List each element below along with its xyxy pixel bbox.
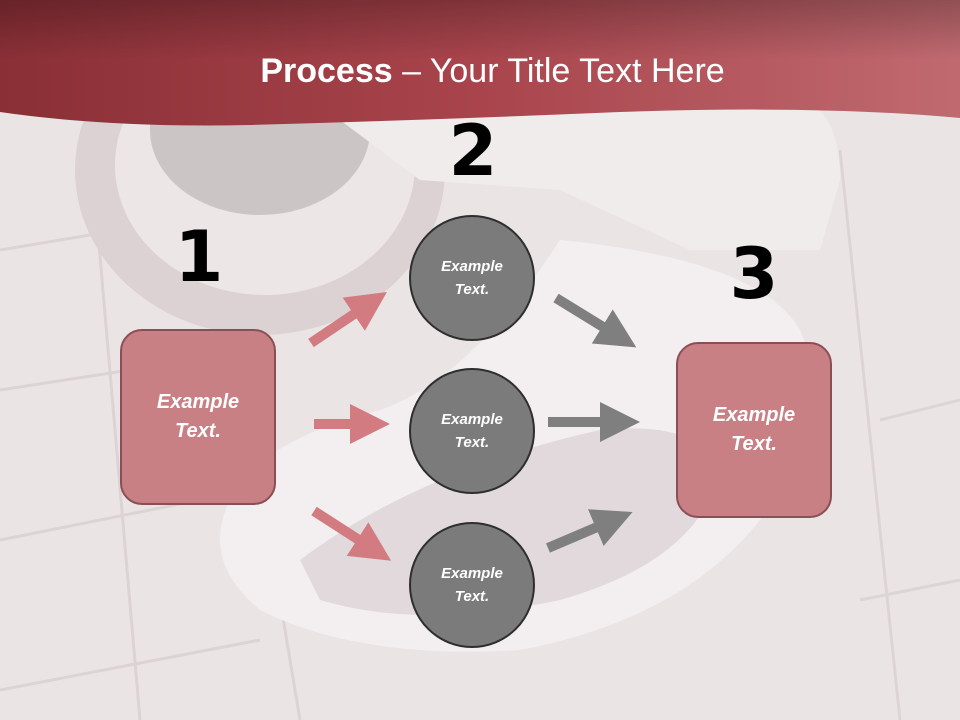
arrow-1-to-2c — [311, 506, 392, 561]
arrow-2a-to-3 — [553, 293, 637, 348]
circle-middle-text: Example Text. — [441, 411, 503, 451]
circle-top-text: Example Text. — [441, 258, 503, 298]
step-number-1: 1 — [174, 216, 224, 298]
step-number-2: 2 — [448, 110, 498, 192]
slide-title: Process – Your Title Text Here — [0, 52, 960, 91]
title-bold: Process — [260, 52, 393, 90]
title-rest: – Your Title Text Here — [392, 52, 725, 90]
right-box: Example Text. — [676, 342, 832, 518]
circle-middle: Example Text. — [409, 368, 535, 494]
arrow-2c-to-3 — [546, 509, 633, 553]
left-box: Example Text. — [120, 329, 276, 505]
left-box-text: Example Text. — [156, 391, 240, 442]
right-box-text: Example Text. — [712, 404, 796, 455]
circle-top: Example Text. — [409, 215, 535, 341]
arrow-1-to-2a — [308, 291, 387, 348]
circle-bottom: Example Text. — [409, 522, 535, 648]
step-number-3: 3 — [729, 233, 779, 315]
circle-bottom-text: Example Text. — [441, 565, 503, 605]
